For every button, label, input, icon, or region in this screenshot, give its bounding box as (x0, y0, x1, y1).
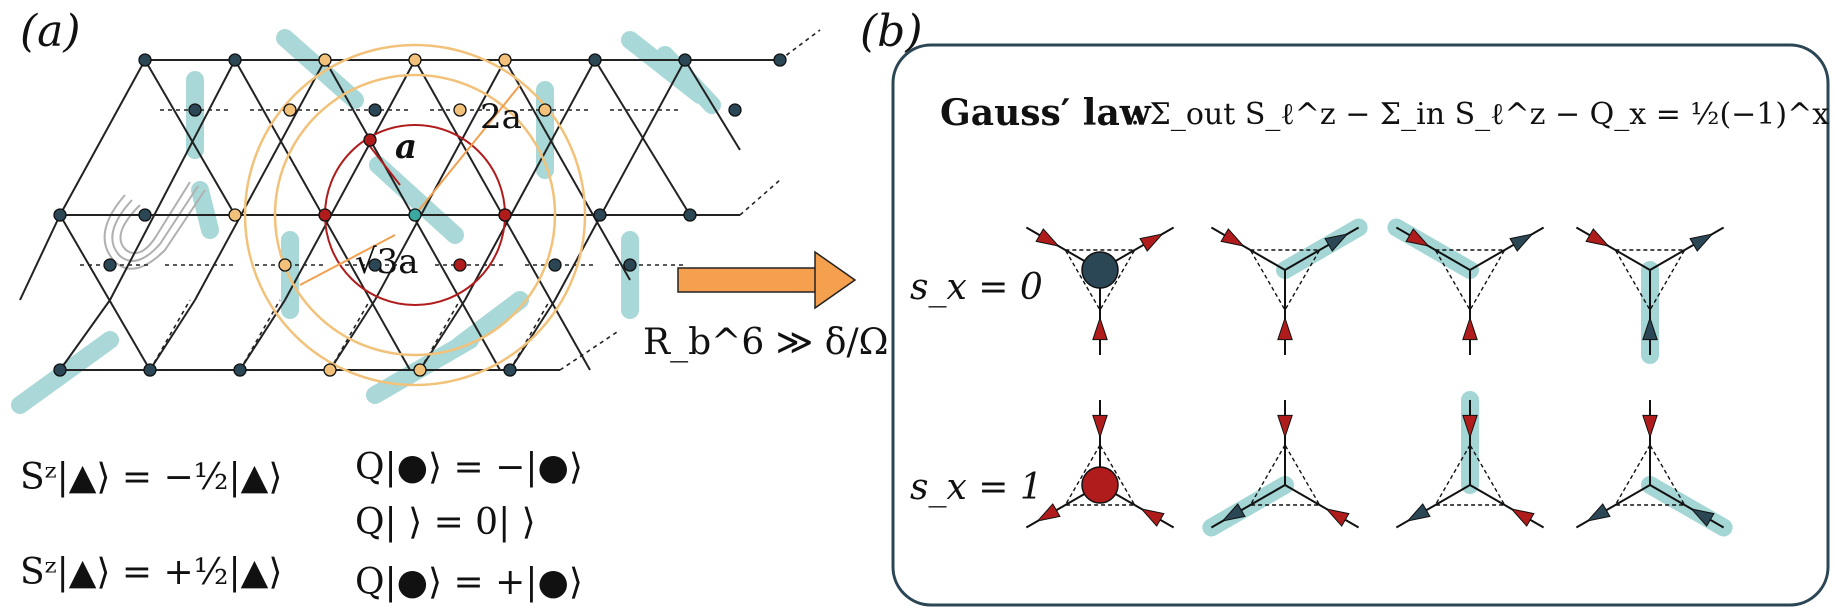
sz-red-equation: Sᶻ|▲⟩ = −½|▲⟩ (20, 457, 283, 498)
mapping-arrow (677, 250, 857, 310)
q-blue-equation: Q|●⟩ = +|●⟩ (355, 562, 583, 603)
solid-bonds (19, 59, 780, 371)
blockade-condition: R_b^6 ≫ δ/Ω (643, 322, 889, 363)
gauss-law-formula: : Σ_out S_ℓ^z − Σ_in S_ℓ^z − Q_x = ½(−1)… (1130, 97, 1830, 132)
kagome-lattice (11, 29, 821, 414)
vertex-config (1210, 218, 1368, 355)
vertex-config (1395, 391, 1545, 529)
nn-distance-label: a (395, 127, 418, 167)
sz-blue-equation: Sᶻ|▲⟩ = +½|▲⟩ (20, 552, 283, 593)
row-label-sx0: s_x = 0 (910, 267, 1043, 308)
vertex-config (1025, 400, 1175, 529)
second-distance-label: 2a (480, 97, 522, 137)
gauss-law-title: Gauss′ law (940, 92, 1151, 134)
panel-a-label: (a) (20, 6, 81, 57)
vertex-config (1575, 400, 1733, 537)
vertex-configurations (1025, 218, 1733, 537)
q-red-equation: Q|●⟩ = −|●⟩ (355, 447, 583, 488)
vertex-config (1387, 218, 1545, 355)
vertex-config (1575, 226, 1725, 364)
panel-b-label: (b) (860, 6, 923, 57)
vertex-config (1202, 400, 1360, 537)
panel-b-frame (891, 43, 1830, 607)
lattice-sites (53, 53, 787, 377)
dimer-highlights (11, 29, 721, 414)
q-empty-equation: Q| ⟩ = 0| ⟩ (355, 502, 536, 543)
third-distance-label: √3a (355, 242, 419, 282)
loop-path (103, 181, 206, 270)
vertex-config (1025, 226, 1175, 355)
distance-arrows (299, 84, 521, 286)
row-label-sx1: s_x = 1 (910, 467, 1043, 508)
